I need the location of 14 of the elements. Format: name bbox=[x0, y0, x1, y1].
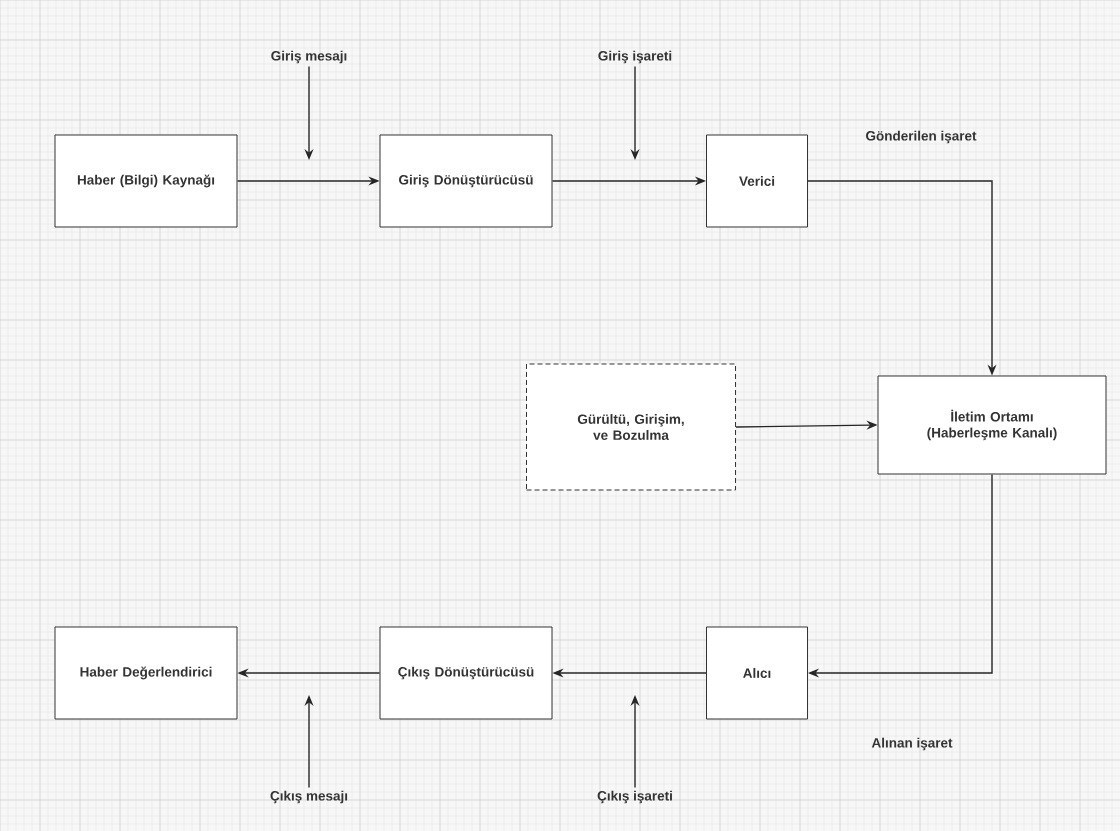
input-label: Çıkış işareti bbox=[597, 790, 672, 804]
process-box: Giriş Dönüştürücüsü bbox=[379, 134, 553, 228]
input-label: Giriş mesajı bbox=[271, 50, 347, 64]
input-label: Çıkış mesajı bbox=[270, 790, 348, 804]
process-box: Verici bbox=[706, 134, 808, 228]
signal-label: Alınan işaret bbox=[871, 737, 953, 751]
process-box: Haber Değerlendirici bbox=[54, 626, 238, 720]
process-box: Çıkış Dönüştürücüsü bbox=[379, 626, 553, 720]
process-box: İletim Ortamı (Haberleşme Kanalı) bbox=[877, 375, 1107, 475]
noise-box: Gürültü, Girişim, ve Bozulma bbox=[526, 363, 736, 491]
process-box: Alıcı bbox=[706, 626, 808, 720]
input-label: Giriş işareti bbox=[598, 50, 672, 64]
signal-label: Gönderilen işaret bbox=[866, 130, 977, 144]
process-box: Haber (Bilgi) Kaynağı bbox=[54, 134, 238, 228]
